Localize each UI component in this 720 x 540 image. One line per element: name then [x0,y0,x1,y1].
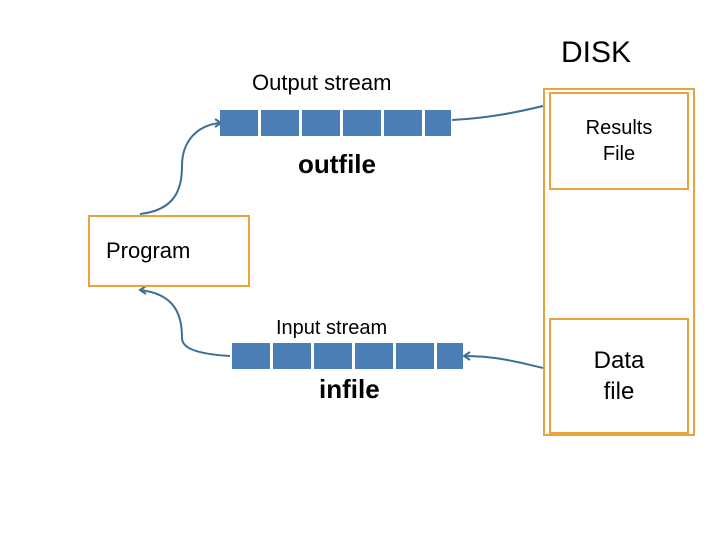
data-file-line1: Data [593,346,645,374]
stream-cell [302,110,340,136]
input-stream-label: Input stream [276,317,388,339]
stream-cell [232,343,270,369]
results-file-line1: Results [585,117,653,139]
stream-cell [396,343,434,369]
stream-cell [355,343,393,369]
outfile-label: outfile [298,149,376,179]
stream-cell [425,110,451,136]
input-stream-cells [232,343,463,369]
disk-title: DISK [561,36,632,69]
stream-cell [384,110,422,136]
data-file-box: Data file [549,318,689,434]
data-file-label: Data file [594,345,645,407]
stream-cell [437,343,463,369]
stream-cell [220,110,258,136]
results-file-box: Results File [549,92,689,190]
output-stream-label: Output stream [252,70,392,95]
results-file-line2: File [602,143,636,165]
output-stream-cells [220,110,451,136]
infile-label: infile [319,374,380,404]
stream-cell [261,110,299,136]
data-file-line2: file [603,378,635,405]
stream-cell [343,110,381,136]
program-label: Program [106,238,191,263]
stream-cell [273,343,311,369]
disk-container-box [543,88,695,436]
results-file-label: Results File [586,115,653,167]
program-box: Program [88,215,250,287]
stream-cell [314,343,352,369]
